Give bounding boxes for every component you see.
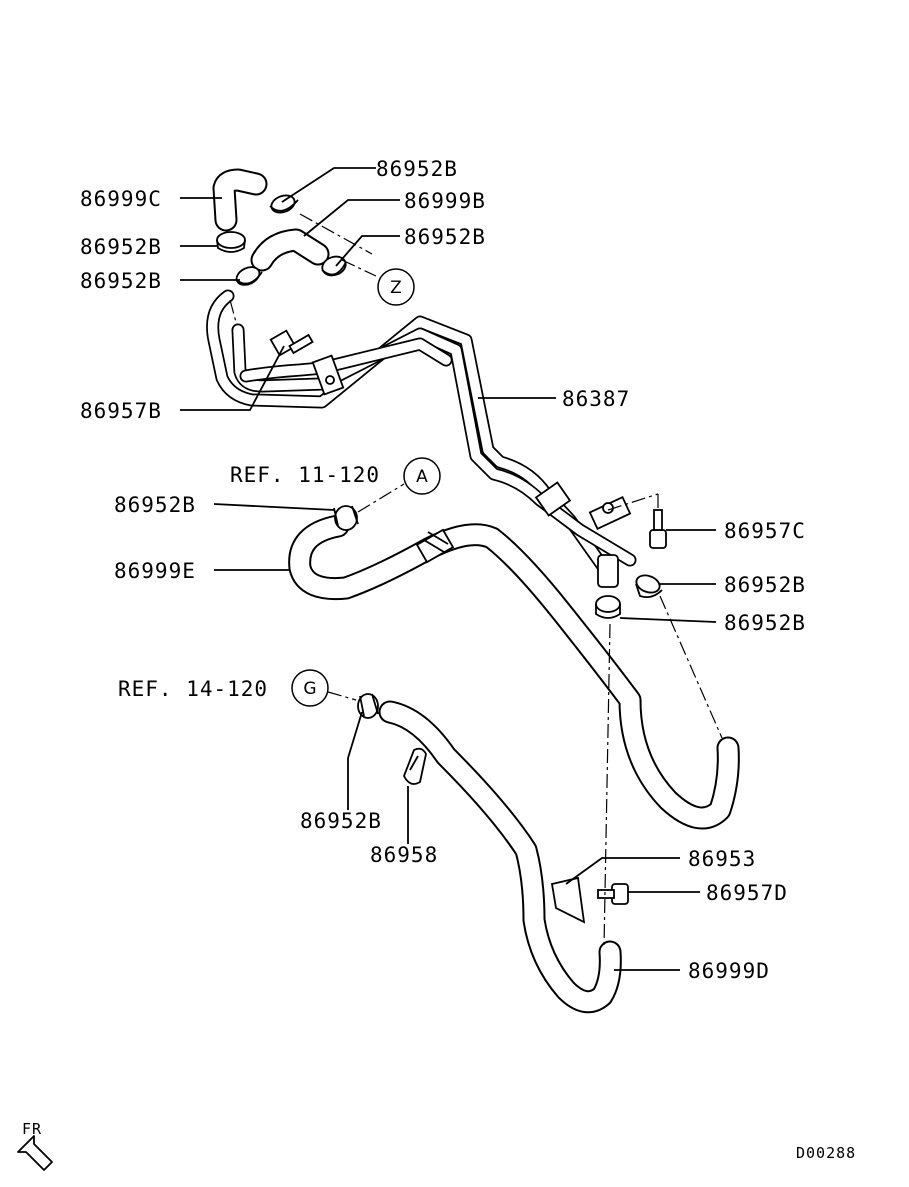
- clamp-86952B-left2: [235, 266, 263, 286]
- hose-86999B: [250, 228, 330, 272]
- label-86952B-g: 86952B: [300, 809, 382, 833]
- callout-g-text: G: [303, 679, 316, 699]
- alignment-line-a: [357, 483, 405, 513]
- leader-86957B: [180, 345, 285, 411]
- alignment-line-z-upper: [299, 213, 373, 255]
- bracket-86953: [550, 876, 586, 924]
- alignment-line-left: [229, 299, 237, 323]
- callout-a: A: [403, 457, 441, 495]
- hose-86999C: [212, 168, 268, 232]
- alignment-line-vertical: [603, 623, 611, 947]
- alignment-line-z-lower: [341, 259, 377, 277]
- clamp-86952B-e-mid: [415, 528, 455, 564]
- bolt-86957B: [269, 329, 314, 357]
- label-86387: 86387: [562, 387, 630, 411]
- label-86957D: 86957D: [706, 881, 788, 905]
- front-arrow-icon: [17, 1135, 53, 1171]
- label-ref-g: REF. 14-120: [118, 677, 268, 701]
- label-86953: 86953: [688, 847, 756, 871]
- label-86952B-z: 86952B: [404, 225, 486, 249]
- leader-86952B-r2: [619, 617, 717, 623]
- label-fr: FR: [22, 1120, 42, 1138]
- label-86952B-a: 86952B: [114, 493, 196, 517]
- label-ref-a: REF. 11-120: [230, 463, 380, 487]
- bolt-86957C: [649, 509, 667, 549]
- clamp-86952B-left1: [216, 231, 246, 253]
- label-86952B-top: 86952B: [376, 157, 458, 181]
- callout-a-text: A: [416, 467, 428, 487]
- label-86957C: 86957C: [724, 519, 806, 543]
- diagram-code: D00288: [796, 1144, 856, 1162]
- pipe-assembly-86387: [206, 289, 637, 588]
- leader-86999B: [303, 199, 400, 237]
- label-86999B: 86999B: [404, 189, 486, 213]
- label-86952B-left2: 86952B: [80, 269, 162, 293]
- leader-86952B-z: [335, 235, 400, 267]
- alignment-line-c: [607, 493, 659, 511]
- leader-86952B-g: [347, 711, 363, 810]
- clamp-86952B-a: [333, 505, 359, 531]
- bolt-86957D: [597, 883, 629, 905]
- hose-86999D: [378, 700, 622, 1014]
- leader-86952B-top: [281, 167, 376, 203]
- callout-z-text: Z: [390, 278, 402, 298]
- label-86999D: 86999D: [688, 959, 770, 983]
- hose-86999E: [288, 514, 740, 830]
- label-86999E: 86999E: [114, 559, 196, 583]
- leader-86952B-a: [213, 503, 335, 511]
- clamp-86952B-r2: [595, 595, 621, 619]
- label-86958: 86958: [370, 843, 438, 867]
- leader-86953: [565, 857, 680, 885]
- clamp-86952B-top: [269, 194, 299, 214]
- callout-z: Z: [377, 268, 415, 306]
- callout-g: G: [291, 669, 329, 707]
- label-86952B-left1: 86952B: [80, 235, 162, 259]
- label-86957B: 86957B: [80, 399, 162, 423]
- label-86952B-r1: 86952B: [724, 573, 806, 597]
- label-86999C: 86999C: [80, 187, 162, 211]
- alignment-line-right: [659, 595, 723, 739]
- label-86952B-r2: 86952B: [724, 611, 806, 635]
- clamp-86952B-g: [357, 693, 379, 719]
- clip-86958: [403, 747, 427, 785]
- alignment-line-g: [327, 691, 357, 701]
- clamp-86952B-r1: [635, 574, 663, 599]
